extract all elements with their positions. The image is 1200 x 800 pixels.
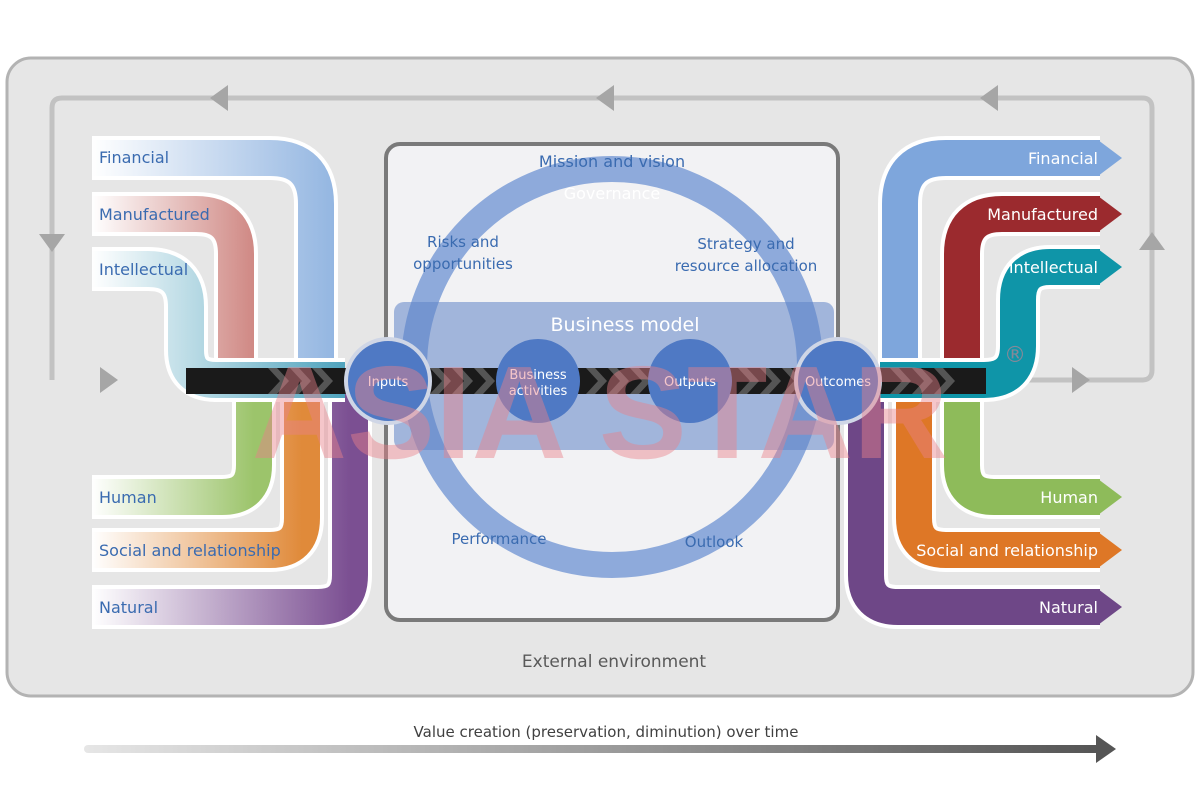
node-business-activities <box>496 339 580 423</box>
outcome-ribbon-financial <box>880 140 1100 398</box>
loop-arrow-icon <box>596 85 614 111</box>
loop-arrow-icon <box>210 85 228 111</box>
outcome-arrowhead <box>1098 196 1122 232</box>
outcome-arrowhead <box>1098 532 1122 568</box>
outcome-ribbon-intellectual <box>880 249 1100 398</box>
node-outcomes <box>794 337 882 425</box>
node-inputs <box>344 337 432 425</box>
outcome-ribbon-natural <box>848 385 1100 625</box>
watermark: ASIA STAR <box>252 339 949 486</box>
input-label-social: Social and relationship <box>99 541 281 560</box>
input-label-intellectual: Intellectual <box>99 260 188 279</box>
input-ribbon-social <box>92 385 320 568</box>
outcome-ribbon-manufactured <box>880 196 1100 398</box>
loop-arrow-icon <box>39 234 65 252</box>
outcome-arrowhead <box>1098 479 1122 515</box>
input-label-financial: Financial <box>99 148 169 167</box>
business-model-title: Business model <box>551 314 700 336</box>
input-ribbon-natural <box>92 385 368 625</box>
strategy-label-2: resource allocation <box>675 257 818 275</box>
timeline-arrowhead <box>1096 735 1116 763</box>
input-ribbon-manufactured <box>92 196 345 398</box>
mission-vision-label: Mission and vision <box>539 152 685 171</box>
performance-label: Performance <box>451 530 546 548</box>
governance-label: Governance <box>564 184 661 203</box>
node-outcomes-label: Outcomes <box>805 375 871 390</box>
risks-label-2: opportunities <box>413 255 513 273</box>
outcome-label-manufactured: Manufactured <box>987 205 1098 224</box>
outcome-label-human: Human <box>1040 488 1098 507</box>
input-ribbon-human <box>92 385 272 515</box>
watermark-registered-mark: ® <box>1004 343 1026 368</box>
outcome-arrowhead <box>1098 140 1122 176</box>
node-inputs-label: Inputs <box>368 375 409 390</box>
input-ribbon-financial <box>92 140 345 398</box>
timeline-label: Value creation (preservation, diminution… <box>414 723 799 741</box>
timeline-bar <box>84 745 1100 753</box>
node-outputs-label: Outputs <box>664 375 716 390</box>
outcome-label-social: Social and relationship <box>916 541 1098 560</box>
loop-arrow-icon <box>1072 367 1090 393</box>
feedback-loop <box>49 95 1155 383</box>
node-activities-label-2: activities <box>509 384 568 399</box>
loop-arrow-icon <box>980 85 998 111</box>
node-outputs <box>648 339 732 423</box>
outcome-label-intellectual: Intellectual <box>1009 258 1098 277</box>
input-label-natural: Natural <box>99 598 158 617</box>
outcome-ribbon-social <box>896 385 1100 568</box>
outcome-label-financial: Financial <box>1028 149 1098 168</box>
input-label-human: Human <box>99 488 157 507</box>
strategy-label-1: Strategy and <box>697 235 794 253</box>
outcome-arrowhead <box>1098 589 1122 625</box>
outcome-ribbon-human <box>944 385 1100 515</box>
outcome-arrowhead <box>1098 249 1122 285</box>
process-chevrons <box>268 368 955 394</box>
loop-arrow-icon <box>1139 232 1165 250</box>
external-environment-label: External environment <box>522 652 707 672</box>
loop-arrow-icon <box>100 367 118 393</box>
outcome-label-natural: Natural <box>1039 598 1098 617</box>
risks-label-1: Risks and <box>427 233 499 251</box>
input-label-manufactured: Manufactured <box>99 205 210 224</box>
node-activities-label-1: Business <box>509 368 567 383</box>
outlook-label: Outlook <box>685 533 744 551</box>
